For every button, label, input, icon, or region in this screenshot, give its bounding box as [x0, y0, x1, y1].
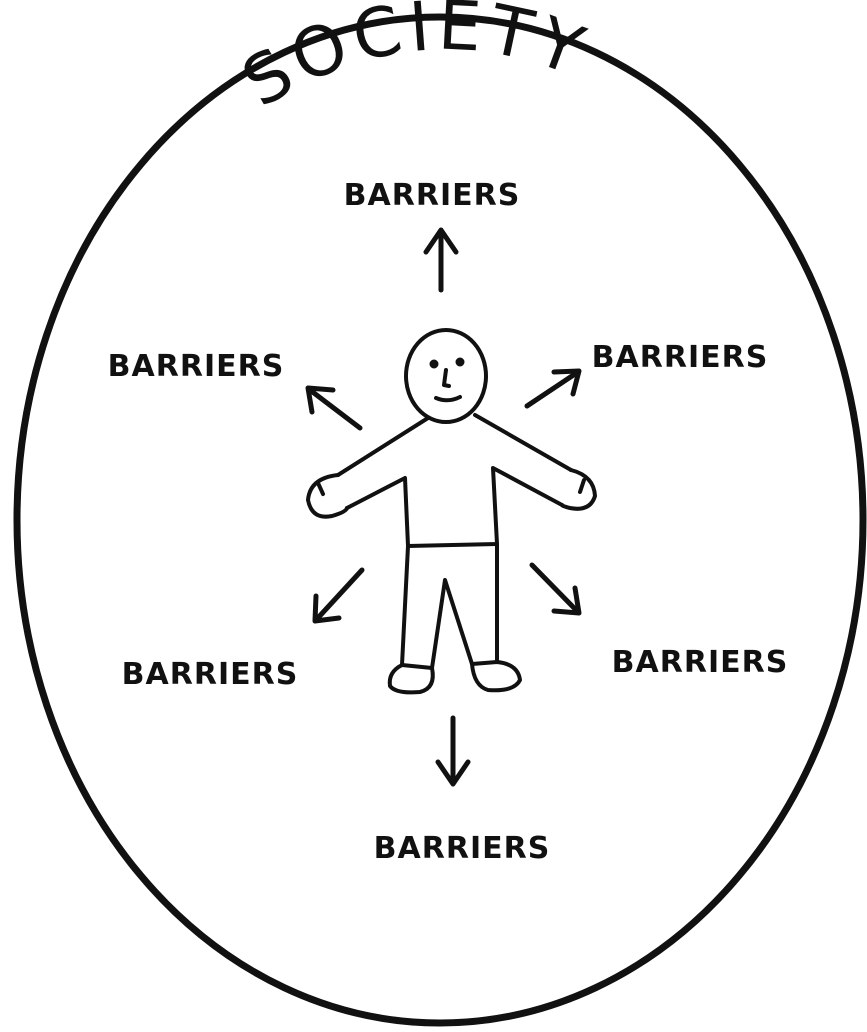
arrow-up-left-icon — [308, 388, 360, 428]
arrow-up-right-icon — [527, 371, 579, 406]
barriers-label-upper-right: BARRIERS — [592, 340, 769, 375]
barriers-label-lower-left: BARRIERS — [122, 657, 299, 692]
arrow-down-icon — [438, 718, 468, 784]
society-boundary — [17, 17, 863, 1023]
barriers-label-lower-right: BARRIERS — [612, 645, 789, 680]
arrow-down-left-icon — [315, 570, 362, 621]
arrow-down-right-icon — [532, 565, 579, 613]
barriers-label-bottom: BARRIERS — [374, 831, 551, 866]
person-legs — [402, 544, 497, 668]
person-body — [338, 415, 571, 546]
barriers-label-top: BARRIERS — [344, 178, 521, 213]
arrow-up-icon — [426, 230, 456, 290]
person-figure — [308, 330, 595, 692]
barriers-label-upper-left: BARRIERS — [108, 349, 285, 384]
society-title: SOCIETY — [230, 0, 599, 123]
